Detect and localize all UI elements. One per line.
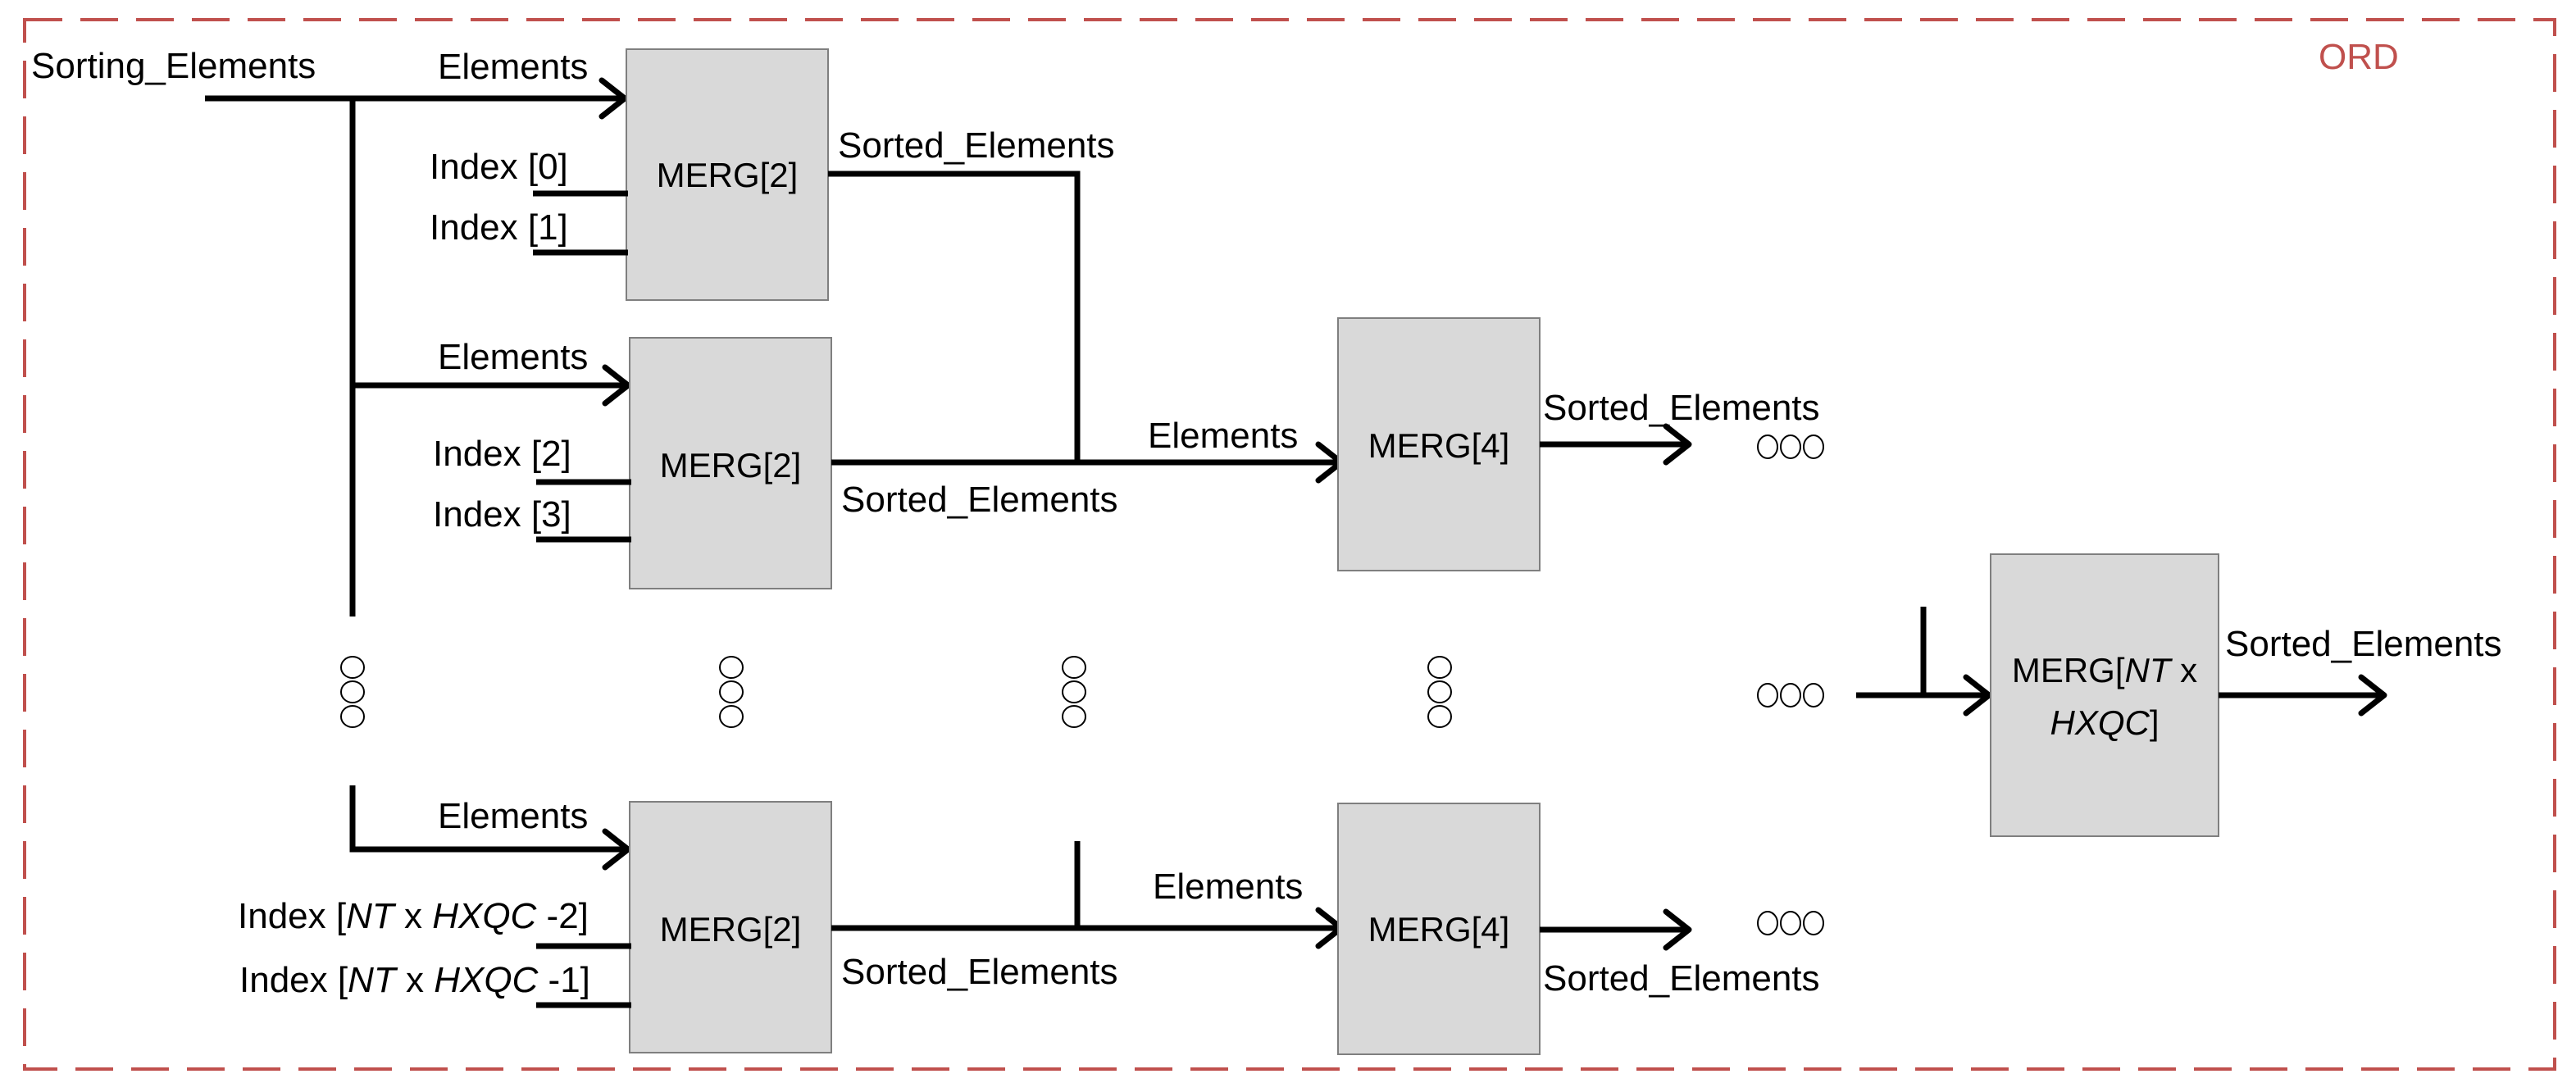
- ellipsis-final-input: [1757, 683, 1824, 708]
- bus-vertical-bottom: [349, 785, 626, 853]
- merg4-block-a-label: MERG[4]: [1368, 426, 1510, 465]
- index-2-label: Index [2]: [433, 434, 571, 474]
- merg2-block-a-label: MERG[2]: [657, 156, 799, 194]
- merg2-block-c: [629, 801, 832, 1053]
- elements-label-a: Elements: [438, 47, 588, 87]
- merg-final-block: [1990, 553, 2219, 837]
- merg4-block-a: [1337, 317, 1541, 571]
- ord-frame: [23, 18, 2556, 1071]
- index-last1-label: Index [NT x HXQC -1]: [239, 960, 590, 1000]
- ellipsis-col-merg2: [719, 656, 744, 728]
- arrowhead-merg2-b: [602, 364, 631, 407]
- sorted-elements-label-c: Sorted_Elements: [841, 952, 1118, 992]
- ellipsis-col-join: [1062, 656, 1086, 728]
- elements-label-c: Elements: [438, 796, 588, 836]
- merg4-block-b: [1337, 803, 1541, 1055]
- index-1-label: Index [1]: [430, 207, 568, 248]
- merg-final-label-line2: HXQC]: [2050, 703, 2159, 742]
- elements-label-merg4-b: Elements: [1153, 867, 1303, 907]
- index-0-label: Index [0]: [430, 147, 568, 187]
- arrowhead-merg4-a-out: [1663, 423, 1692, 466]
- arrowhead-merg2-c: [602, 828, 631, 871]
- arrowhead-final-out: [2358, 674, 2387, 717]
- elements-label-merg4-a: Elements: [1148, 416, 1298, 456]
- sorted-elements-label-final: Sorted_Elements: [2225, 624, 2502, 664]
- index-last2-label: Index [NT x HXQC -2]: [238, 896, 589, 936]
- ellipsis-col-bus: [340, 656, 365, 728]
- sorted-elements-label-b: Sorted_Elements: [841, 480, 1118, 520]
- merg-final-label-line1: MERG[NT x: [2012, 651, 2197, 689]
- sorting-elements-label: Sorting_Elements: [31, 46, 316, 86]
- merg2-block-b: [629, 337, 832, 589]
- arrowhead-merg4-b-out: [1663, 908, 1692, 951]
- sorted-elements-wire-a: [828, 171, 1081, 462]
- merg4-block-b-label: MERG[4]: [1368, 910, 1510, 949]
- index-3-label: Index [3]: [433, 494, 571, 535]
- sorted-elements-label-a: Sorted_Elements: [838, 125, 1115, 166]
- ellipsis-merg4-b: [1757, 911, 1824, 935]
- arrowhead-final-in: [1963, 674, 1992, 717]
- arrowhead-merg2-a: [598, 77, 628, 120]
- sorted-elements-label-merg4-a: Sorted_Elements: [1543, 388, 1820, 428]
- ellipsis-merg4-a: [1757, 435, 1824, 459]
- elements-label-b: Elements: [438, 337, 588, 377]
- merg2-block-c-label: MERG[2]: [660, 910, 802, 949]
- merg2-block-a: [626, 48, 829, 301]
- merg2-block-b-label: MERG[2]: [660, 446, 802, 485]
- ord-label: ORD: [2319, 37, 2399, 77]
- ellipsis-col-merg4: [1427, 656, 1452, 728]
- sorted-elements-label-merg4-b: Sorted_Elements: [1543, 958, 1820, 999]
